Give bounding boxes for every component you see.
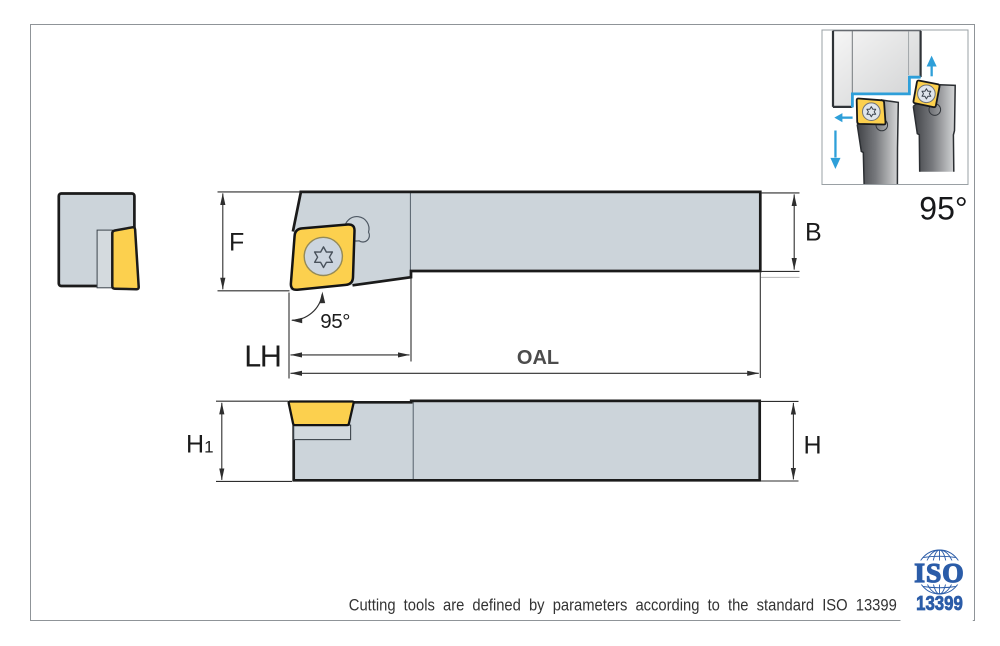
svg-text:F: F bbox=[229, 229, 244, 257]
svg-text:Cutting tools are defined by p: Cutting tools are defined by parameters … bbox=[349, 597, 897, 615]
svg-text:95°: 95° bbox=[919, 191, 967, 227]
svg-text:13399: 13399 bbox=[916, 591, 963, 614]
svg-text:H1: H1 bbox=[186, 431, 214, 459]
svg-text:ISO: ISO bbox=[914, 557, 964, 588]
svg-text:95°: 95° bbox=[320, 310, 350, 333]
svg-text:H: H bbox=[804, 432, 822, 460]
svg-text:LH: LH bbox=[244, 340, 280, 374]
svg-text:OAL: OAL bbox=[517, 347, 559, 369]
svg-text:B: B bbox=[805, 219, 822, 247]
